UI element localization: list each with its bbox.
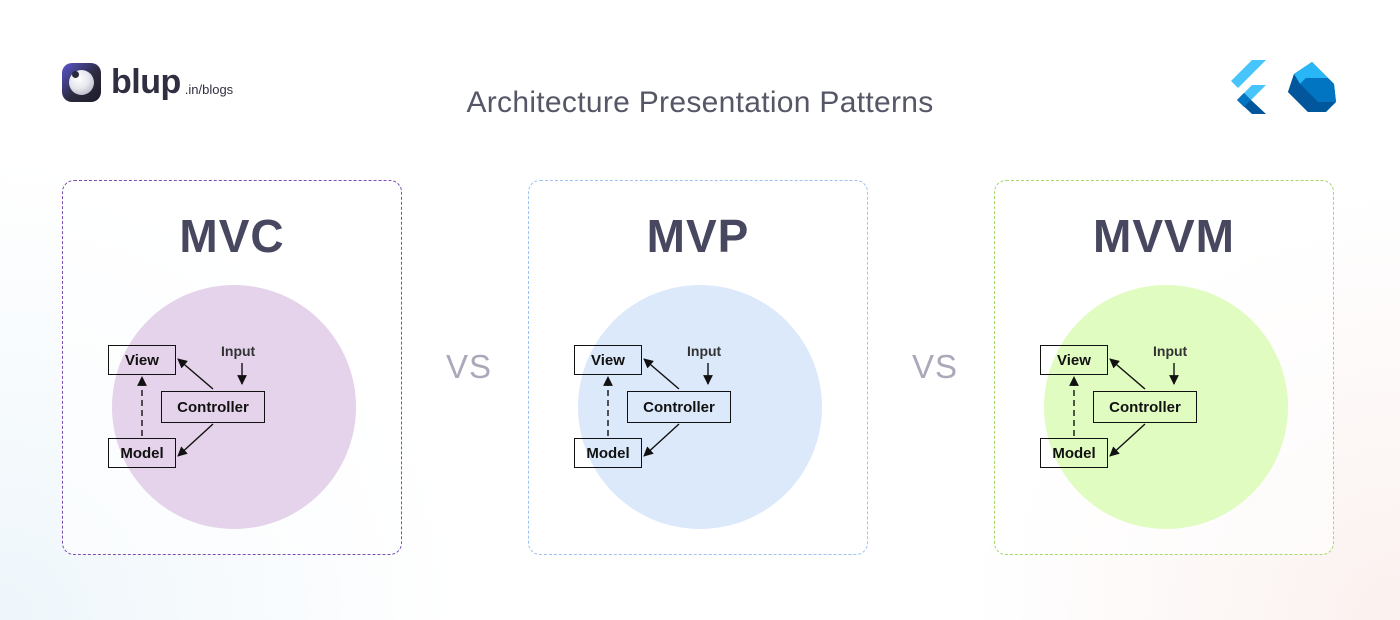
node-controller: Controller — [627, 391, 731, 423]
diagram-edges — [1069, 358, 1179, 457]
node-model: Model — [574, 438, 642, 468]
node-controller: Controller — [1093, 391, 1197, 423]
blup-logo-icon — [62, 62, 101, 102]
brand: blup .in/blogs — [62, 62, 233, 102]
pattern-circle — [578, 285, 822, 529]
pattern-title: MVC — [179, 210, 285, 262]
diagram-edges — [137, 358, 247, 457]
flutter-logo-icon — [1231, 60, 1266, 114]
input-label: Input — [221, 343, 256, 359]
node-model: Model — [108, 438, 176, 468]
tech-logos — [1226, 60, 1338, 114]
node-view: View — [1040, 345, 1108, 375]
pattern-title: MVP — [646, 210, 750, 262]
edge-controller-to-view — [1109, 358, 1146, 390]
pattern-circle — [1044, 285, 1288, 529]
brand-name: blup — [111, 62, 181, 101]
input-label: Input — [1153, 343, 1188, 359]
edge-controller-to-view — [177, 358, 214, 390]
dart-logo-icon — [1288, 62, 1336, 112]
node-view: View — [574, 345, 642, 375]
input-label: Input — [687, 343, 722, 359]
pattern-circle — [112, 285, 356, 529]
page-title: Architecture Presentation Patterns — [466, 86, 934, 119]
node-controller: Controller — [161, 391, 265, 423]
node-model: Model — [1040, 438, 1108, 468]
brand-domain: .in/blogs — [184, 81, 234, 97]
vs-label: VS — [446, 348, 493, 385]
pattern-title: MVVM — [1093, 210, 1235, 262]
edge-controller-to-model — [1109, 423, 1146, 457]
diagram-edges — [603, 358, 713, 457]
edge-controller-to-model — [643, 423, 680, 457]
vs-label: VS — [912, 348, 959, 385]
edge-controller-to-model — [177, 423, 214, 457]
edge-controller-to-view — [643, 358, 680, 390]
node-view: View — [108, 345, 176, 375]
